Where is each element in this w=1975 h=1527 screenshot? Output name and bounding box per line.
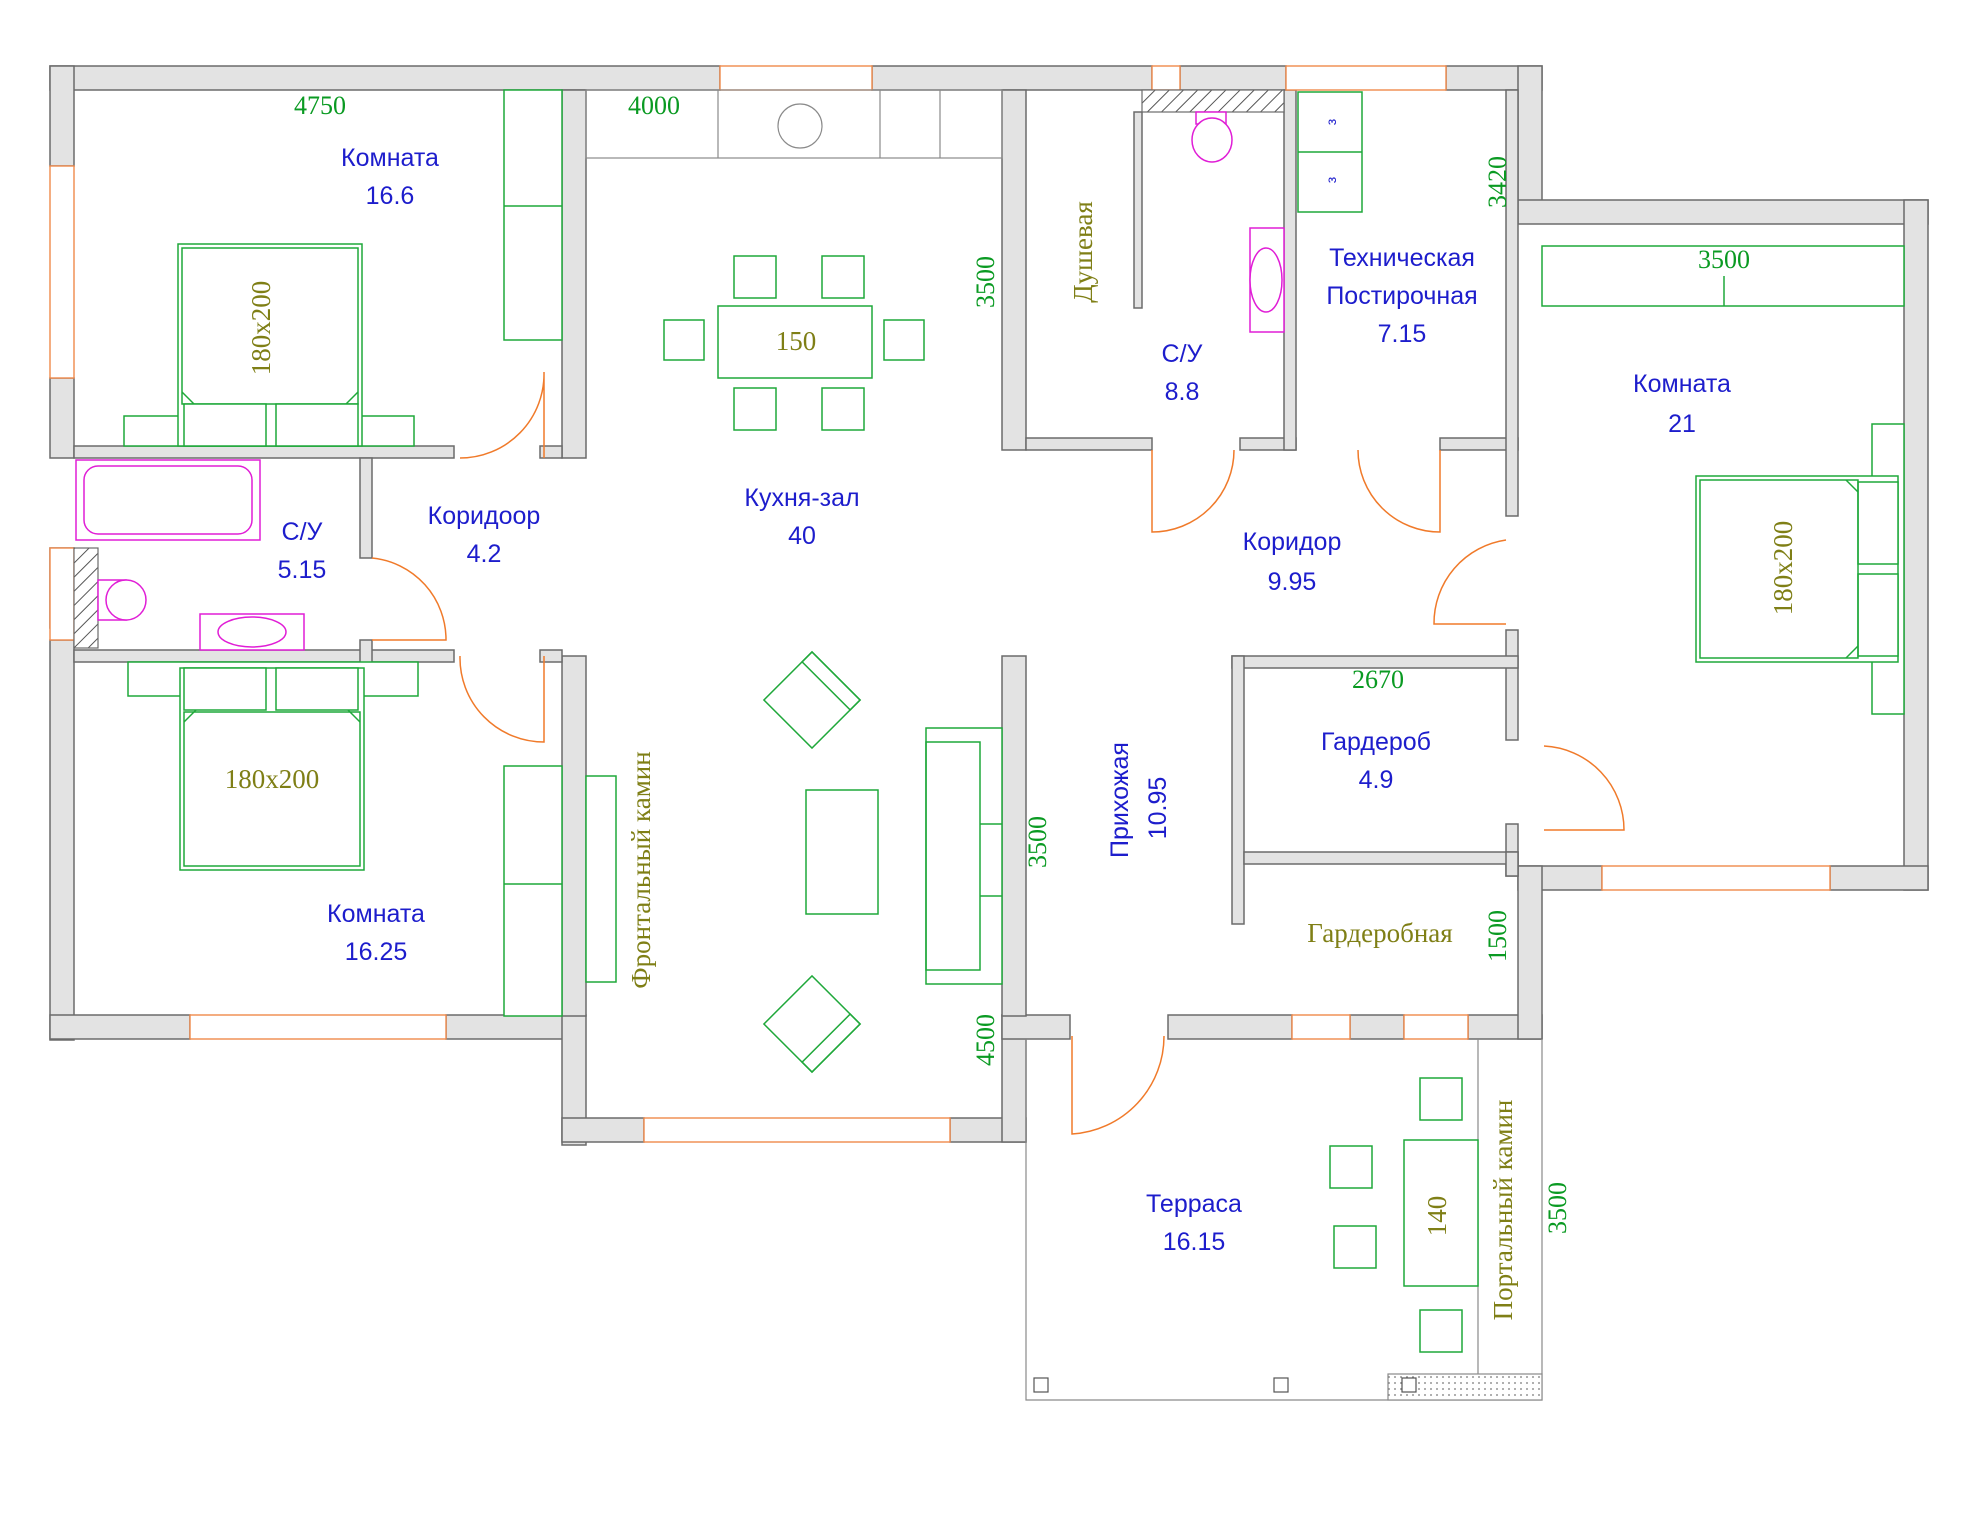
bed-e-label: 180х200 xyxy=(1768,521,1798,616)
dim-3500-room-e: 3500 xyxy=(1698,245,1750,274)
room-e-furniture xyxy=(1541,245,1905,715)
room-nw-furniture xyxy=(123,89,563,447)
room-labels: Комната 16.6 С/У 5.15 Коридоор 4.2 Комна… xyxy=(278,144,1731,1256)
room-nw-area: 16.6 xyxy=(366,182,415,210)
hallway-area: 10.95 xyxy=(1144,777,1172,840)
dim-4500: 4500 xyxy=(971,1014,1000,1066)
dining-table-label: 150 xyxy=(776,326,817,356)
wardrobe-name: Гардероб xyxy=(1321,728,1431,756)
corridor-c-name: Коридор xyxy=(1243,528,1342,556)
portal-fireplace-label: Портальный камин xyxy=(1488,1100,1518,1321)
dimensions: 4750 4000 3500 3420 3500 2670 3500 1500 … xyxy=(294,91,1750,1234)
terrace-area: 16.15 xyxy=(1163,1228,1226,1256)
washer-mark-1: з xyxy=(1323,119,1339,125)
room-sw-furniture xyxy=(127,661,563,1017)
dim-3500-living: 3500 xyxy=(1023,816,1052,868)
dim-2670: 2670 xyxy=(1352,665,1404,694)
terrace-table-label: 140 xyxy=(1422,1196,1452,1237)
dim-3500-kitchen: 3500 xyxy=(971,256,1000,308)
bath-c-name: С/У xyxy=(1162,340,1203,368)
tech-fixtures: з з xyxy=(1297,91,1363,213)
dressing-label: Гардеробная xyxy=(1307,918,1452,948)
corridor-c-area: 9.95 xyxy=(1268,568,1317,596)
bed-sw-label: 180х200 xyxy=(225,764,320,794)
corridor-w-name: Коридоор xyxy=(428,502,541,530)
terrace-name: Терраса xyxy=(1146,1190,1242,1218)
windows xyxy=(49,65,1831,1143)
corridor-w-area: 4.2 xyxy=(467,540,502,568)
room-sw-area: 16.25 xyxy=(345,938,408,966)
room-e-name: Комната xyxy=(1633,370,1731,398)
kitchen-area: 40 xyxy=(788,522,816,550)
tech-name-2: Постирочная xyxy=(1326,282,1477,310)
bath-c-fixtures xyxy=(1141,89,1285,333)
bath-c-area: 8.8 xyxy=(1165,378,1200,406)
bath-w-name: С/У xyxy=(282,518,323,546)
tech-name-1: Техническая xyxy=(1329,244,1475,272)
room-e-area: 21 xyxy=(1668,410,1696,438)
kitchen-name: Кухня-зал xyxy=(744,484,859,512)
room-sw-name: Комната xyxy=(327,900,425,928)
tech-area: 7.15 xyxy=(1378,320,1427,348)
fixture-labels: Душевая Гардеробная Фронтальный камин По… xyxy=(225,201,1798,1320)
terrace-furniture xyxy=(1329,1077,1479,1353)
interior-walls xyxy=(73,89,1519,1017)
room-nw-name: Комната xyxy=(341,144,439,172)
bed-nw-label: 180х200 xyxy=(246,281,276,376)
dim-4000: 4000 xyxy=(628,91,680,120)
front-fireplace-label: Фронтальный камин xyxy=(626,751,656,988)
dim-3420: 3420 xyxy=(1483,156,1512,208)
dim-1500: 1500 xyxy=(1483,910,1512,962)
dim-3500-terrace: 3500 xyxy=(1543,1182,1572,1234)
wardrobe-area: 4.9 xyxy=(1359,766,1394,794)
hallway-name: Прихожая xyxy=(1106,742,1134,858)
bath-w-fixtures xyxy=(73,459,305,651)
kitchen-furniture xyxy=(585,89,1003,1074)
washer-mark-2: з xyxy=(1323,177,1339,183)
shower-label: Душевая xyxy=(1068,201,1098,303)
bath-w-area: 5.15 xyxy=(278,556,327,584)
terrace-outline xyxy=(1025,1039,1543,1401)
dim-4750: 4750 xyxy=(294,91,346,120)
doors xyxy=(371,371,1625,1135)
walls xyxy=(49,65,1929,1146)
